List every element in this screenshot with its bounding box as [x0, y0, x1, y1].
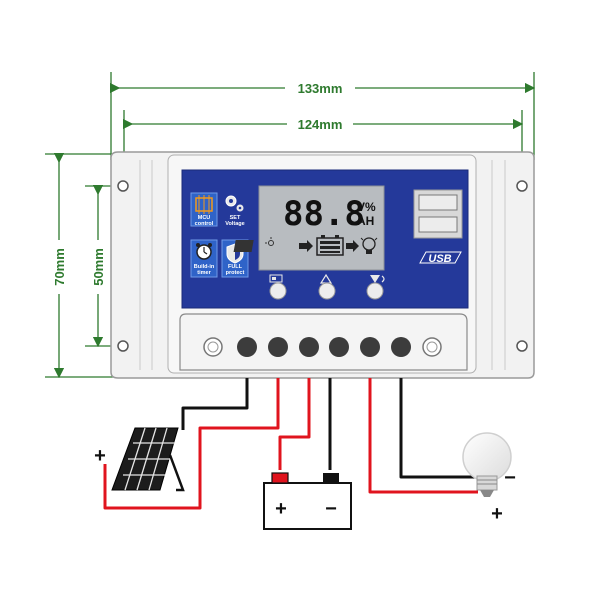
- arrow-right-icon: [346, 240, 359, 252]
- terminal-block: [179, 313, 468, 371]
- terminal-screw-left: [203, 337, 223, 357]
- down-triangle-icon: [370, 275, 385, 283]
- terminal-screw-right: [422, 337, 442, 357]
- wire-battery-positive: [278, 378, 311, 470]
- battery-minus-sign: −: [325, 498, 337, 520]
- battery-negative-terminal: [323, 473, 339, 483]
- usb-logo: USB: [419, 251, 462, 265]
- wire-load-negative: [399, 378, 478, 479]
- lcd-digits: 88.8: [283, 194, 365, 234]
- lcd-unit-bottom: AH: [357, 214, 374, 228]
- dimension-label-overall-height: 70mm: [52, 248, 67, 286]
- load-plus-sign: +: [491, 503, 503, 525]
- mounting-hole-bottom-left: [117, 340, 129, 352]
- dimension-133mm: 133mm: [109, 72, 536, 160]
- terminal-solar-positive[interactable]: [268, 337, 288, 357]
- battery-lcd-icon: [316, 235, 344, 256]
- gears-icon: [225, 195, 244, 212]
- chip-icon: [195, 195, 213, 214]
- feature-label: FULL: [228, 264, 243, 270]
- dimension-label-overall-width: 133mm: [298, 81, 343, 96]
- usb-ports: USB: [413, 189, 463, 265]
- feature-label: MCU: [198, 215, 211, 221]
- feature-label: Voltage: [225, 221, 244, 227]
- load-minus-sign: −: [504, 467, 516, 489]
- battery-plus-sign: +: [275, 498, 287, 520]
- usb-port-2[interactable]: [418, 216, 458, 233]
- dimension-label-hole-width: 124mm: [298, 117, 343, 132]
- front-panel: MCU control SET Voltage Build-in: [181, 169, 469, 309]
- dimension-124mm: 124mm: [122, 110, 524, 160]
- arrow-right-icon: [299, 240, 313, 252]
- lcd-unit-top: V%: [357, 200, 376, 214]
- terminal-load-positive[interactable]: [360, 337, 380, 357]
- up-button[interactable]: [318, 282, 336, 300]
- battery-positive-terminal: [271, 472, 289, 484]
- feature-label: protect: [226, 270, 245, 276]
- down-button[interactable]: [366, 282, 384, 300]
- dimension-50mm: 50mm: [85, 184, 120, 348]
- usb-label: USB: [428, 253, 451, 265]
- light-bulb: − +: [462, 432, 516, 525]
- dimension-label-hole-height: 50mm: [91, 248, 106, 286]
- feature-mcu-control: MCU control: [190, 192, 218, 227]
- usb-port-1[interactable]: [418, 194, 458, 211]
- wiring: [103, 378, 478, 510]
- feature-set-voltage: SET Voltage: [222, 193, 248, 227]
- terminal-load-negative[interactable]: [391, 337, 411, 357]
- feature-label: timer: [197, 270, 211, 276]
- wire-solar-positive: [103, 378, 280, 510]
- solar-plus-sign: +: [94, 445, 106, 467]
- mounting-hole-bottom-right: [516, 340, 528, 352]
- menu-icon: [269, 274, 283, 283]
- button-icons: [269, 273, 385, 284]
- mounting-hole-top-right: [516, 180, 528, 192]
- feature-build-in-timer: Build-in timer: [190, 239, 218, 278]
- menu-button[interactable]: [269, 282, 287, 300]
- wire-solar-negative: [181, 378, 249, 430]
- terminal-battery-negative[interactable]: [329, 337, 349, 357]
- battery: + −: [263, 472, 352, 530]
- feature-label: control: [195, 221, 214, 227]
- solar-panel-lcd-icon: [233, 240, 297, 252]
- feature-label: SET: [230, 215, 241, 221]
- wire-load-positive: [368, 378, 478, 494]
- clock-icon: [196, 243, 212, 260]
- lcd-display: 88.8 V% AH: [233, 185, 385, 271]
- terminal-solar-negative[interactable]: [237, 337, 257, 357]
- feature-label: Build-in: [194, 264, 215, 270]
- solar-panel: +: [94, 427, 185, 492]
- bulb-lcd-icon: [360, 237, 378, 254]
- mounting-hole-top-left: [117, 180, 129, 192]
- terminal-battery-positive[interactable]: [299, 337, 319, 357]
- sun-icon: [265, 237, 274, 246]
